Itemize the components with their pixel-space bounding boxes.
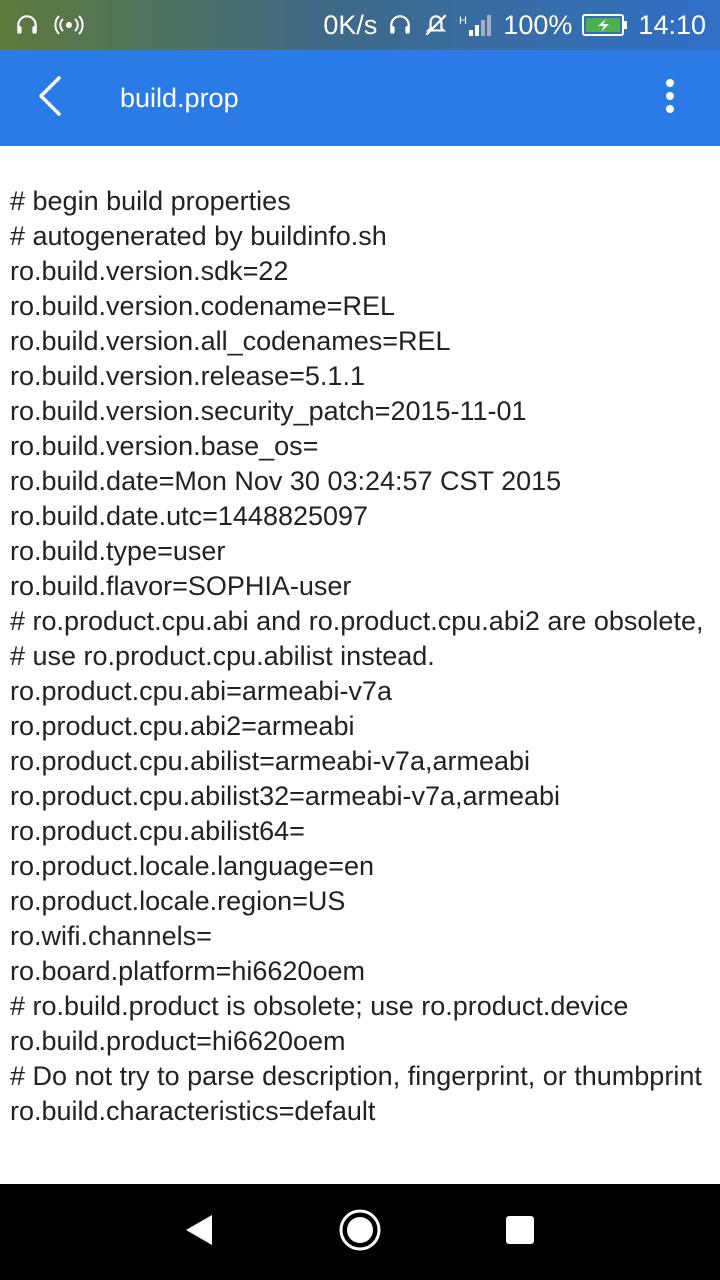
nav-recents-icon xyxy=(504,1214,536,1251)
file-line: ro.wifi.channels= xyxy=(10,921,212,951)
battery-percent: 100% xyxy=(503,9,573,40)
svg-text:H: H xyxy=(459,15,467,27)
headset-icon xyxy=(14,12,40,38)
file-line: ro.build.date.utc=1448825097 xyxy=(10,501,369,531)
status-right: 0K/s H 100% 14:10 xyxy=(323,10,706,41)
file-line: # ro.product.cpu.abi and ro.product.cpu.… xyxy=(10,606,704,636)
file-line: ro.build.version.security_patch=2015-11-… xyxy=(10,396,527,426)
file-content[interactable]: # begin build properties # autogenerated … xyxy=(0,146,720,1184)
headset-icon xyxy=(387,12,413,38)
net-speed: 0K/s xyxy=(323,9,378,40)
nav-back-button[interactable] xyxy=(120,1184,280,1280)
file-line: ro.build.version.base_os= xyxy=(10,431,319,461)
file-line: ro.build.version.codename=REL xyxy=(10,291,395,321)
signal-icon: H xyxy=(459,12,493,38)
file-line: ro.build.product=hi6620oem xyxy=(10,1026,346,1056)
nav-home-icon xyxy=(338,1208,382,1257)
chevron-left-icon xyxy=(35,74,65,123)
hotspot-icon xyxy=(54,12,84,38)
file-line: ro.build.version.release=5.1.1 xyxy=(10,361,365,391)
file-line: ro.build.characteristics=default xyxy=(10,1096,376,1126)
file-line: ro.product.cpu.abilist32=armeabi-v7a,arm… xyxy=(10,781,561,811)
file-line: ro.product.cpu.abilist=armeabi-v7a,armea… xyxy=(10,746,531,776)
file-line: ro.product.cpu.abi2=armeabi xyxy=(10,711,355,741)
file-line: ro.product.cpu.abi=armeabi-v7a xyxy=(10,676,392,706)
file-line: ro.build.version.all_codenames=REL xyxy=(10,326,451,356)
app-bar: build.prop xyxy=(0,50,720,146)
mute-icon xyxy=(423,12,449,38)
file-line: ro.build.type=user xyxy=(10,536,226,566)
file-line: ro.product.cpu.abilist64= xyxy=(10,816,305,846)
file-line: ro.board.platform=hi6620oem xyxy=(10,956,365,986)
file-line: # ro.build.product is obsolete; use ro.p… xyxy=(10,991,629,1021)
clock: 14:10 xyxy=(638,9,706,40)
file-line: ro.build.date=Mon Nov 30 03:24:57 CST 20… xyxy=(10,466,562,496)
file-line: # Do not try to parse description, finge… xyxy=(10,1061,702,1091)
overflow-menu-button[interactable] xyxy=(620,50,720,146)
battery-charging-icon xyxy=(582,13,628,37)
nav-back-icon xyxy=(184,1213,216,1252)
back-button[interactable] xyxy=(0,50,100,146)
file-line: # use ro.product.cpu.abilist instead. xyxy=(10,641,435,671)
navigation-bar xyxy=(0,1184,720,1280)
page-title: build.prop xyxy=(120,82,239,113)
file-line: # autogenerated by buildinfo.sh xyxy=(10,221,387,251)
nav-home-button[interactable] xyxy=(280,1184,440,1280)
status-bar: 0K/s H 100% 14:10 xyxy=(0,0,720,50)
file-line: ro.build.flavor=SOPHIA-user xyxy=(10,571,352,601)
more-vert-icon xyxy=(664,78,676,119)
file-line: ro.product.locale.language=en xyxy=(10,851,375,881)
file-line: ro.build.version.sdk=22 xyxy=(10,256,289,286)
file-line: # begin build properties xyxy=(10,186,291,216)
file-line: ro.product.locale.region=US xyxy=(10,886,346,916)
status-left xyxy=(14,12,84,38)
nav-recents-button[interactable] xyxy=(440,1184,600,1280)
